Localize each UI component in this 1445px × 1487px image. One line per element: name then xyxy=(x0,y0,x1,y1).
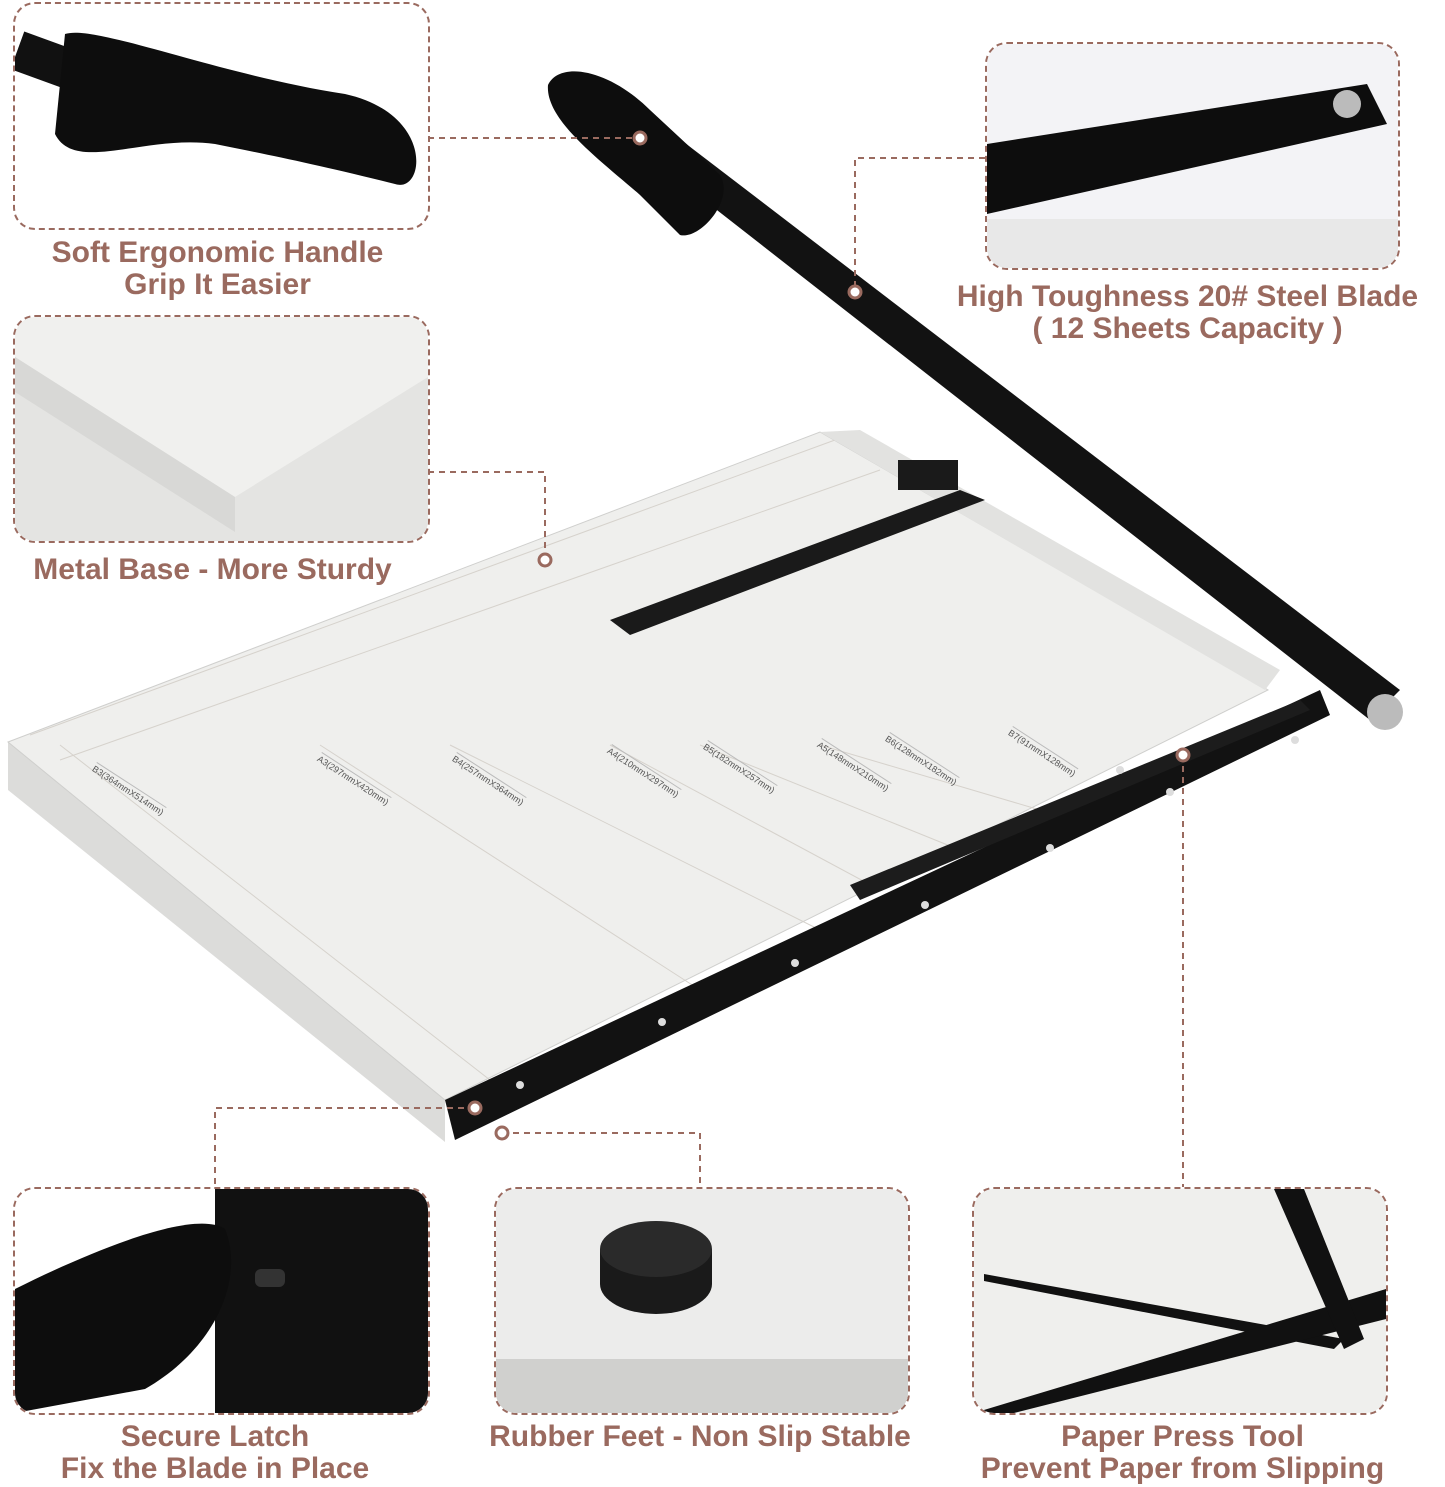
cutter-board xyxy=(7,431,1270,1101)
handle-detail-image xyxy=(13,2,430,230)
blade-detail-image xyxy=(985,42,1400,270)
blade-caption: High Toughness 20# Steel Blade( 12 Sheet… xyxy=(956,280,1419,345)
pivot-bolt xyxy=(1367,694,1403,730)
paper-press-bar xyxy=(850,700,1310,900)
blade-handle xyxy=(547,71,724,236)
guide-clamp xyxy=(898,460,958,490)
rivets xyxy=(516,736,1299,1089)
paper-guide xyxy=(610,490,985,635)
feet-detail-image xyxy=(494,1187,910,1415)
callout-dots xyxy=(467,130,1191,1141)
cutter-base-side xyxy=(8,742,445,1142)
latch-detail-image xyxy=(13,1187,430,1415)
callout-lines xyxy=(214,137,1184,1187)
base-detail-image xyxy=(13,315,430,543)
fence-ruler xyxy=(820,430,1280,690)
press-detail-image xyxy=(972,1187,1388,1415)
feet-caption: Rubber Feet - Non Slip Stable xyxy=(489,1420,911,1453)
base-caption: Metal Base - More Sturdy xyxy=(33,553,392,586)
front-metal-bar xyxy=(445,690,1330,1140)
board-grid xyxy=(29,439,1041,1081)
blade-arm xyxy=(640,130,1400,720)
